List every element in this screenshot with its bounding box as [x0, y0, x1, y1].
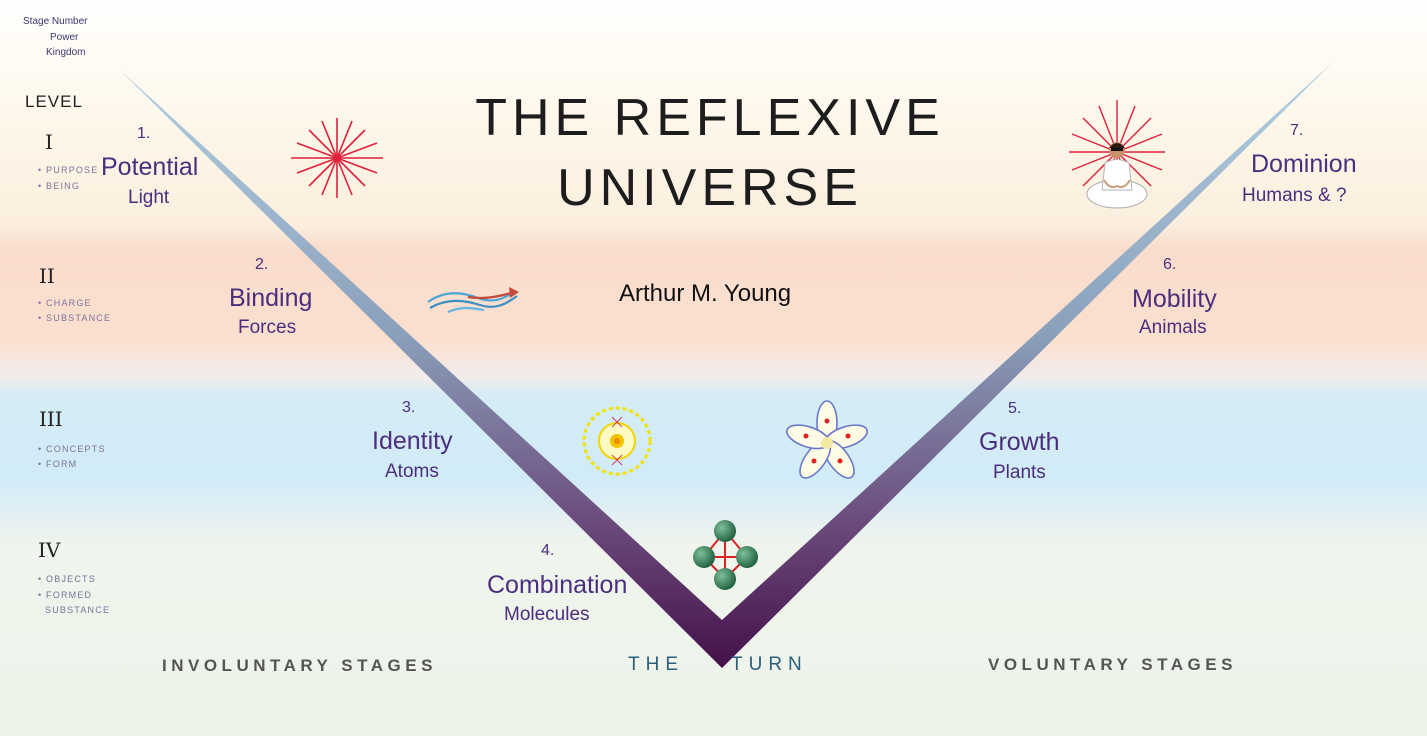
stage-7-kingdom: Humans & ?	[1242, 185, 1347, 206]
stage-2-kingdom: Forces	[238, 317, 297, 338]
atom-icon	[582, 406, 652, 476]
level-desc-4c: SUBSTANCE	[45, 605, 111, 615]
meditating-human-icon	[1069, 100, 1165, 209]
light-burst-icon	[291, 118, 383, 198]
wave-arrow-icon	[427, 287, 519, 314]
stage-2-power: Binding	[229, 284, 313, 312]
the-turn-label-left: THE	[628, 654, 684, 675]
level-roman-2: II	[39, 264, 55, 288]
stage-7-number: 7.	[1290, 122, 1304, 139]
level-desc-3a: • CONCEPTS	[38, 444, 106, 454]
main-title-line2: UNIVERSE	[557, 159, 863, 217]
stage-5-power: Growth	[979, 428, 1060, 456]
level-desc-3b: • FORM	[38, 459, 78, 469]
level-desc-2b: • SUBSTANCE	[38, 313, 112, 323]
stage-4-kingdom: Molecules	[504, 604, 590, 625]
level-desc-1b: • BEING	[38, 181, 81, 191]
stage-3-power: Identity	[372, 427, 453, 455]
stage-1-kingdom: Light	[128, 187, 170, 208]
legend-stage-number: Stage Number	[23, 16, 88, 27]
legend-kingdom: Kingdom	[46, 47, 86, 58]
stage-6-kingdom: Animals	[1139, 317, 1207, 338]
stage-3-number: 3.	[402, 399, 416, 416]
level-header: LEVEL	[25, 92, 83, 111]
level-desc-2a: • CHARGE	[38, 298, 92, 308]
level-desc-4b: • FORMED	[38, 590, 93, 600]
involuntary-stages-label: INVOLUNTARY STAGES	[162, 656, 437, 675]
level-desc-1a: • PURPOSE	[38, 165, 99, 175]
stage-6-power: Mobility	[1132, 285, 1217, 313]
stage-4-number: 4.	[541, 542, 555, 559]
level-roman-3: III	[39, 407, 63, 431]
stage-6-number: 6.	[1163, 256, 1177, 273]
main-title-line1: THE REFLEXIVE	[475, 89, 945, 147]
stage-4-power: Combination	[487, 571, 628, 599]
stage-2-number: 2.	[255, 256, 269, 273]
level-roman-1: I	[45, 130, 53, 154]
the-turn-label-right: TURN	[731, 654, 808, 675]
stage-3-kingdom: Atoms	[385, 461, 439, 482]
stage-1-power: Potential	[101, 153, 199, 181]
flower-icon	[786, 400, 868, 479]
stage-5-number: 5.	[1008, 400, 1022, 417]
stage-5-kingdom: Plants	[993, 462, 1046, 483]
level-roman-4: IV	[38, 538, 61, 562]
voluntary-stages-label: VOLUNTARY STAGES	[988, 655, 1237, 674]
level-desc-4a: • OBJECTS	[38, 574, 96, 584]
stage-1-number: 1.	[137, 125, 151, 142]
stage-7-power: Dominion	[1251, 150, 1357, 178]
legend-power: Power	[50, 32, 79, 43]
author: Arthur M. Young	[619, 280, 792, 307]
molecule-icon	[693, 520, 758, 590]
